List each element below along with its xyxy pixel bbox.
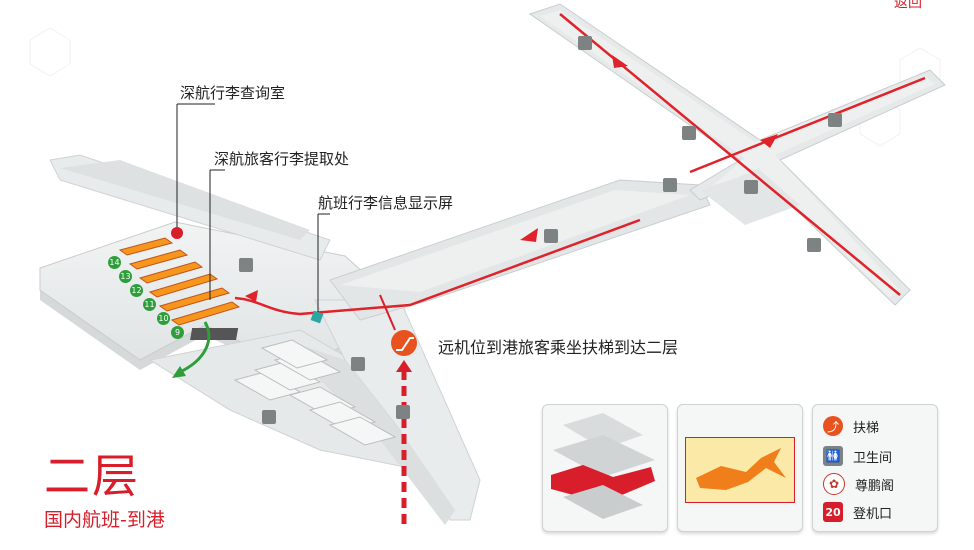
floor-plan-frame — [685, 437, 795, 503]
callout-baggage-claim: 深航旅客行李提取处 — [214, 150, 350, 168]
legend-item-escalator: ⤴ 扶梯 — [823, 415, 879, 437]
carousel-badge: 11 — [143, 298, 156, 311]
escalator-path — [379, 294, 412, 530]
callout-escalator-note: 远机位到港旅客乘坐扶梯到达二层 — [438, 338, 679, 357]
escalator-icon — [391, 330, 417, 356]
carousel-badge: 9 — [171, 326, 184, 339]
callout-baggage-inquiry: 深航行李查询室 — [180, 84, 286, 102]
restroom-icon — [239, 36, 842, 424]
legend-panel: ⤴ 扶梯 🚻 卫生间 ✿ 尊鹏阁 20 登机口 — [812, 404, 938, 532]
exit-route — [172, 321, 211, 378]
floor-plan-thumbnail[interactable] — [677, 404, 803, 532]
legend-label: 尊鹏阁 — [855, 478, 895, 494]
floor-title: 二层 — [44, 449, 140, 503]
legend-item-vip: ✿ 尊鹏阁 — [823, 473, 894, 495]
escalator-icon: ⤴ — [823, 416, 843, 436]
carousel-badge: 13 — [119, 270, 132, 283]
floor-subtitle: 国内航班-到港 — [44, 509, 165, 531]
carousel-badge: 14 — [108, 256, 121, 269]
floor-stack-svg — [551, 413, 655, 519]
vip-lounge-icon: ✿ — [823, 473, 845, 495]
gate-icon: 20 — [823, 502, 843, 522]
legend-item-restroom: 🚻 卫生间 — [823, 445, 892, 467]
carousel-badge: 12 — [130, 284, 143, 297]
x-concourse — [528, 3, 946, 306]
baggage-inquiry-marker — [171, 227, 183, 239]
baggage-hall-blocks — [190, 328, 397, 446]
restroom-icon: 🚻 — [823, 446, 843, 466]
callout-info-screen: 航班行李信息显示屏 — [318, 194, 454, 212]
info-screen-marker — [310, 310, 324, 324]
baggage-carousels — [118, 237, 241, 326]
floor-plan-svg — [696, 448, 786, 490]
route-arrows — [245, 55, 778, 302]
legend-label: 登机口 — [853, 506, 893, 522]
legend-item-gate: 20 登机口 — [823, 501, 892, 523]
back-link[interactable]: 返回 — [894, 0, 922, 11]
carousel-badge: 10 — [157, 312, 170, 325]
legend-label: 扶梯 — [853, 420, 880, 436]
legend-label: 卫生间 — [853, 450, 893, 466]
connector-corridor — [329, 179, 711, 321]
floor-stack-thumbnail[interactable] — [542, 404, 668, 532]
callout-leaders — [176, 103, 330, 312]
